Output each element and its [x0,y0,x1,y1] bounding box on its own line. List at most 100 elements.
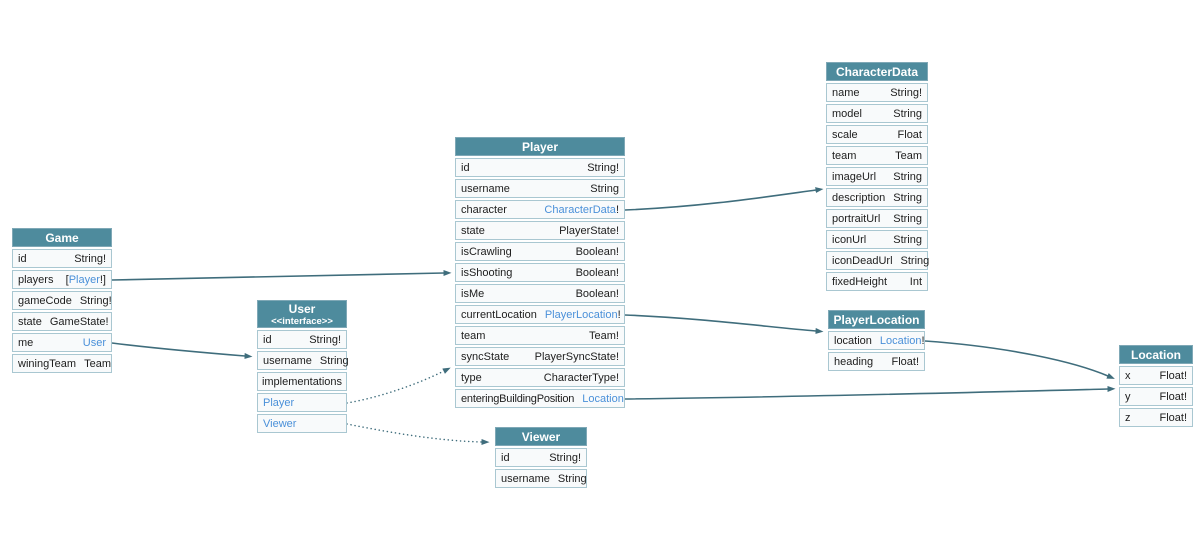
field-type: Boolean! [575,287,619,300]
table-header-CharacterData[interactable]: CharacterData [826,62,928,81]
field-name: enteringBuildingPosition [461,392,575,405]
type-link-Location[interactable]: Location [582,392,624,405]
edge-Game.me-to-User [111,342,253,359]
table-title: Viewer [521,430,561,444]
field-type: String [319,354,349,367]
edge-PlayerLocation.location-to-Location [924,340,1115,379]
field-type: String [590,182,619,195]
field-name: heading [834,355,874,368]
table-title: CharacterData [835,65,919,79]
type-link-Player[interactable]: Player [68,273,100,286]
field-name: team [832,149,857,162]
type-suffix: ! [615,203,619,216]
type-link-PlayerLocation[interactable]: PlayerLocation [544,308,618,321]
table-header-Location[interactable]: Location [1119,345,1193,364]
field-name: name [832,86,860,99]
table-title: Game [45,231,79,245]
field-name: y [1125,390,1131,403]
field-row: username String [257,351,349,370]
field-type: String! [74,252,106,265]
field-type: PlayerState! [559,224,619,237]
type-link-User[interactable]: User [82,336,106,349]
field-type: CharacterType! [543,371,619,384]
table-header-Viewer[interactable]: Viewer [495,427,587,446]
field-name: implementations [261,375,343,388]
field-name: isShooting [461,266,513,279]
field-type: Location! [880,335,925,347]
implementation-link-Player[interactable]: Player [263,396,295,409]
field-name: isMe [461,287,485,300]
field-name: id [263,333,272,346]
field-type: Team! [589,329,619,342]
field-type: String! [587,161,619,174]
field-name: players [18,273,54,286]
field-name: id [501,451,510,464]
field-row: model String [826,104,928,123]
field-type: String [893,170,922,183]
type-link-Location[interactable]: Location [879,334,922,347]
table-header-User[interactable]: User<<interface>> [257,300,347,328]
field-type: Float [897,128,922,141]
field-row: enteringBuildingPosition Location [455,389,625,408]
table-header-Player[interactable]: Player [455,137,625,156]
field-type: String! [309,333,341,346]
table-subtitle: <<interface>> [271,316,333,327]
table-header-PlayerLocation[interactable]: PlayerLocation [828,310,925,329]
type-suffix: ! [617,308,621,321]
field-type: User [83,337,106,349]
field-type: GameState! [49,315,109,328]
field-type: Float! [1159,390,1187,403]
field-name: description [832,191,886,204]
field-name: model [832,107,862,120]
table-title: User [288,302,316,316]
field-name: team [461,329,486,342]
field-name: username [501,472,550,485]
field-type: Float! [1159,369,1187,382]
field-name: gameCode [18,294,72,307]
field-row: players[Player!] [12,270,112,289]
field-name: state [461,224,485,237]
field-row: state PlayerState! [455,221,625,240]
type-link-CharacterData[interactable]: CharacterData [544,203,616,216]
field-type: String! [890,86,922,99]
field-type: Team [84,357,111,370]
field-type: String [900,254,930,267]
type-prefix: [ [65,273,69,286]
type-suffix: ! [921,334,925,347]
implementation-link-Viewer[interactable]: Viewer [263,417,297,430]
field-row: y Float! [1119,387,1193,406]
edge-Player.character-to-CharacterData [624,187,824,211]
table-header-Game[interactable]: Game [12,228,112,247]
field-name: username [263,354,312,367]
table-title: Location [1131,348,1181,362]
field-name: portraitUrl [832,212,881,225]
field-type: Location [582,393,624,405]
edge-Game.players-to-Player [111,270,452,281]
field-type: String [893,107,922,120]
field-type: Float! [891,355,919,368]
field-type: String! [79,294,112,307]
type-table-User: User<<interface>> id String! username String… [257,300,349,435]
field-type: String [893,212,922,225]
edge-Player.enteringBuildingPosition-to-Location [624,386,1116,400]
